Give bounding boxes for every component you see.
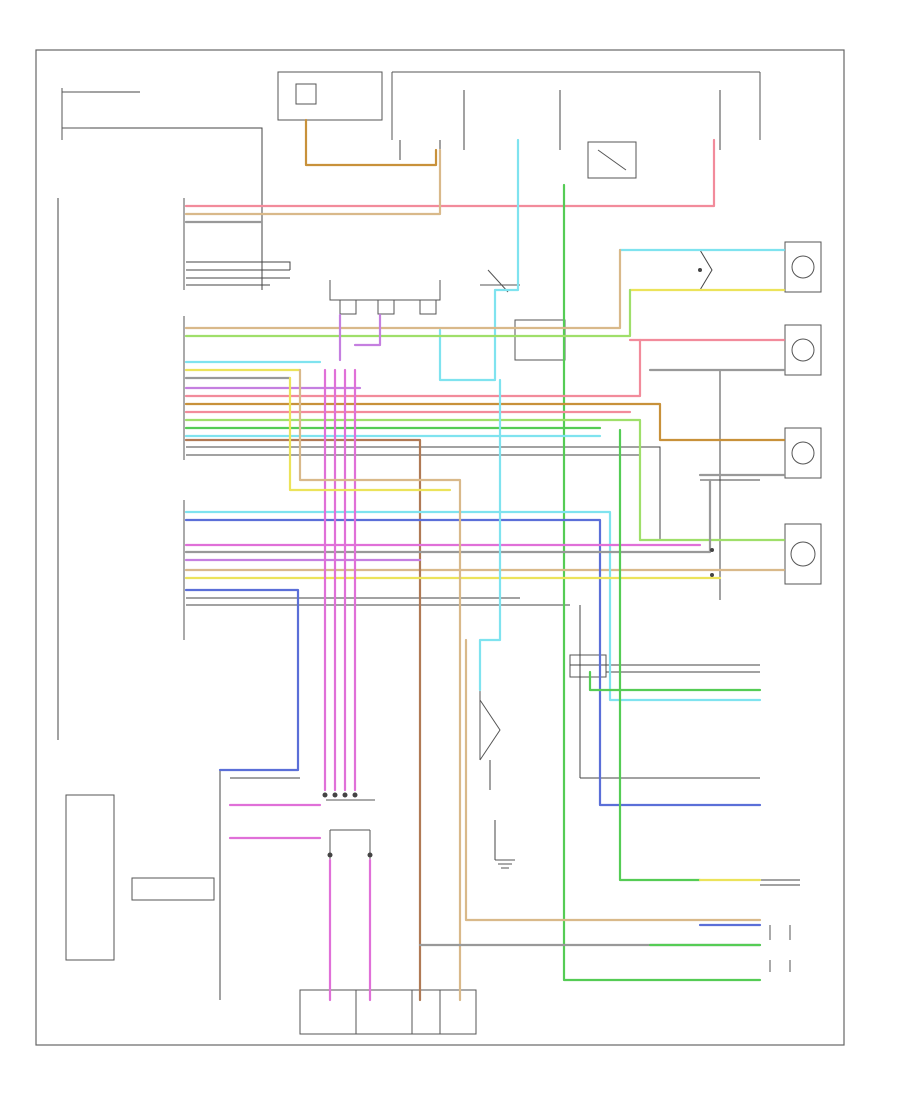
center-switch-box bbox=[514, 319, 566, 361]
sensor-node-3 bbox=[419, 299, 437, 315]
bottom-left-small-box bbox=[131, 877, 215, 901]
fuse-element bbox=[295, 83, 317, 105]
diode-group bbox=[326, 799, 375, 860]
sensor-group-bracket bbox=[329, 280, 441, 301]
sensor-node-1 bbox=[339, 299, 357, 315]
ground-1 bbox=[495, 859, 515, 869]
relay-box bbox=[587, 141, 637, 179]
bottom-left-fuse bbox=[65, 794, 115, 961]
right-splice bbox=[569, 654, 607, 678]
wheel-sensor-4 bbox=[784, 523, 822, 585]
top-left-connector bbox=[61, 88, 90, 140]
center-switch bbox=[480, 269, 520, 293]
wheel-sensor-2 bbox=[784, 324, 822, 376]
wheel-sensor-1 bbox=[784, 241, 822, 293]
fuse-block bbox=[277, 71, 383, 121]
right-bottom-terminals bbox=[769, 925, 791, 972]
sensor-node-2 bbox=[377, 299, 395, 315]
diagram-frame bbox=[35, 49, 845, 1046]
bottom-module-dividers bbox=[355, 990, 441, 1034]
terminal-dots bbox=[322, 268, 714, 858]
ignition-bracket bbox=[391, 71, 761, 140]
tcs-switch bbox=[479, 690, 501, 761]
wheel-sensor-3 bbox=[784, 427, 822, 479]
bottom-module bbox=[299, 989, 477, 1035]
colored-wires bbox=[184, 118, 786, 1002]
relay-contact bbox=[597, 149, 627, 171]
